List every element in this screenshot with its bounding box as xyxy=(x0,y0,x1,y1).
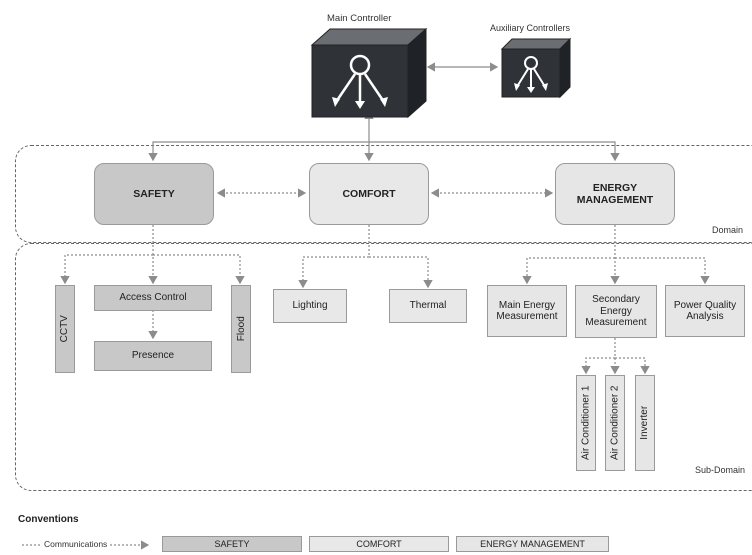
main-energy-measurement-box[interactable]: Main Energy Measurement xyxy=(487,285,567,337)
access-control-box[interactable]: Access Control xyxy=(94,285,212,311)
power-quality-analysis-box[interactable]: Power Quality Analysis xyxy=(665,285,745,337)
inverter-label: Inverter xyxy=(639,406,651,440)
domain-region-label: Domain xyxy=(712,225,744,235)
main-controller-label: Main Controller xyxy=(327,13,392,24)
presence-box[interactable]: Presence xyxy=(94,341,212,371)
legend-energy-swatch: ENERGY MANAGEMENT xyxy=(456,536,609,552)
subdomain-region xyxy=(15,243,752,491)
air-conditioner-1-label: Air Conditioner 1 xyxy=(580,385,592,461)
flood-box[interactable]: Flood xyxy=(231,285,251,373)
flood-label: Flood xyxy=(235,316,247,342)
comfort-domain-box[interactable]: COMFORT xyxy=(309,163,429,225)
legend-communications-label: Communications xyxy=(42,539,110,549)
subdomain-region-label: Sub-Domain xyxy=(695,465,746,475)
safety-domain-box[interactable]: SAFETY xyxy=(94,163,214,225)
cctv-box[interactable]: CCTV xyxy=(55,285,75,373)
aux-controllers-label: Auxiliary Controllers xyxy=(490,23,571,33)
air-conditioner-2-box[interactable]: Air Conditioner 2 xyxy=(605,375,625,471)
main-controller-cube-icon xyxy=(310,27,428,119)
thermal-box[interactable]: Thermal xyxy=(389,289,467,323)
energy-management-domain-box[interactable]: ENERGY MANAGEMENT xyxy=(555,163,675,225)
domain-region xyxy=(15,145,752,243)
air-conditioner-1-box[interactable]: Air Conditioner 1 xyxy=(576,375,596,471)
secondary-energy-measurement-box[interactable]: Secondary Energy Measurement xyxy=(575,285,657,338)
legend-safety-swatch: SAFETY xyxy=(162,536,302,552)
legend-title: Conventions xyxy=(18,514,79,525)
lighting-box[interactable]: Lighting xyxy=(273,289,347,323)
inverter-box[interactable]: Inverter xyxy=(635,375,655,471)
cctv-label: CCTV xyxy=(59,315,71,343)
air-conditioner-2-label: Air Conditioner 2 xyxy=(609,385,621,461)
legend-comfort-swatch: COMFORT xyxy=(309,536,449,552)
aux-controller-cube-icon xyxy=(500,37,572,99)
